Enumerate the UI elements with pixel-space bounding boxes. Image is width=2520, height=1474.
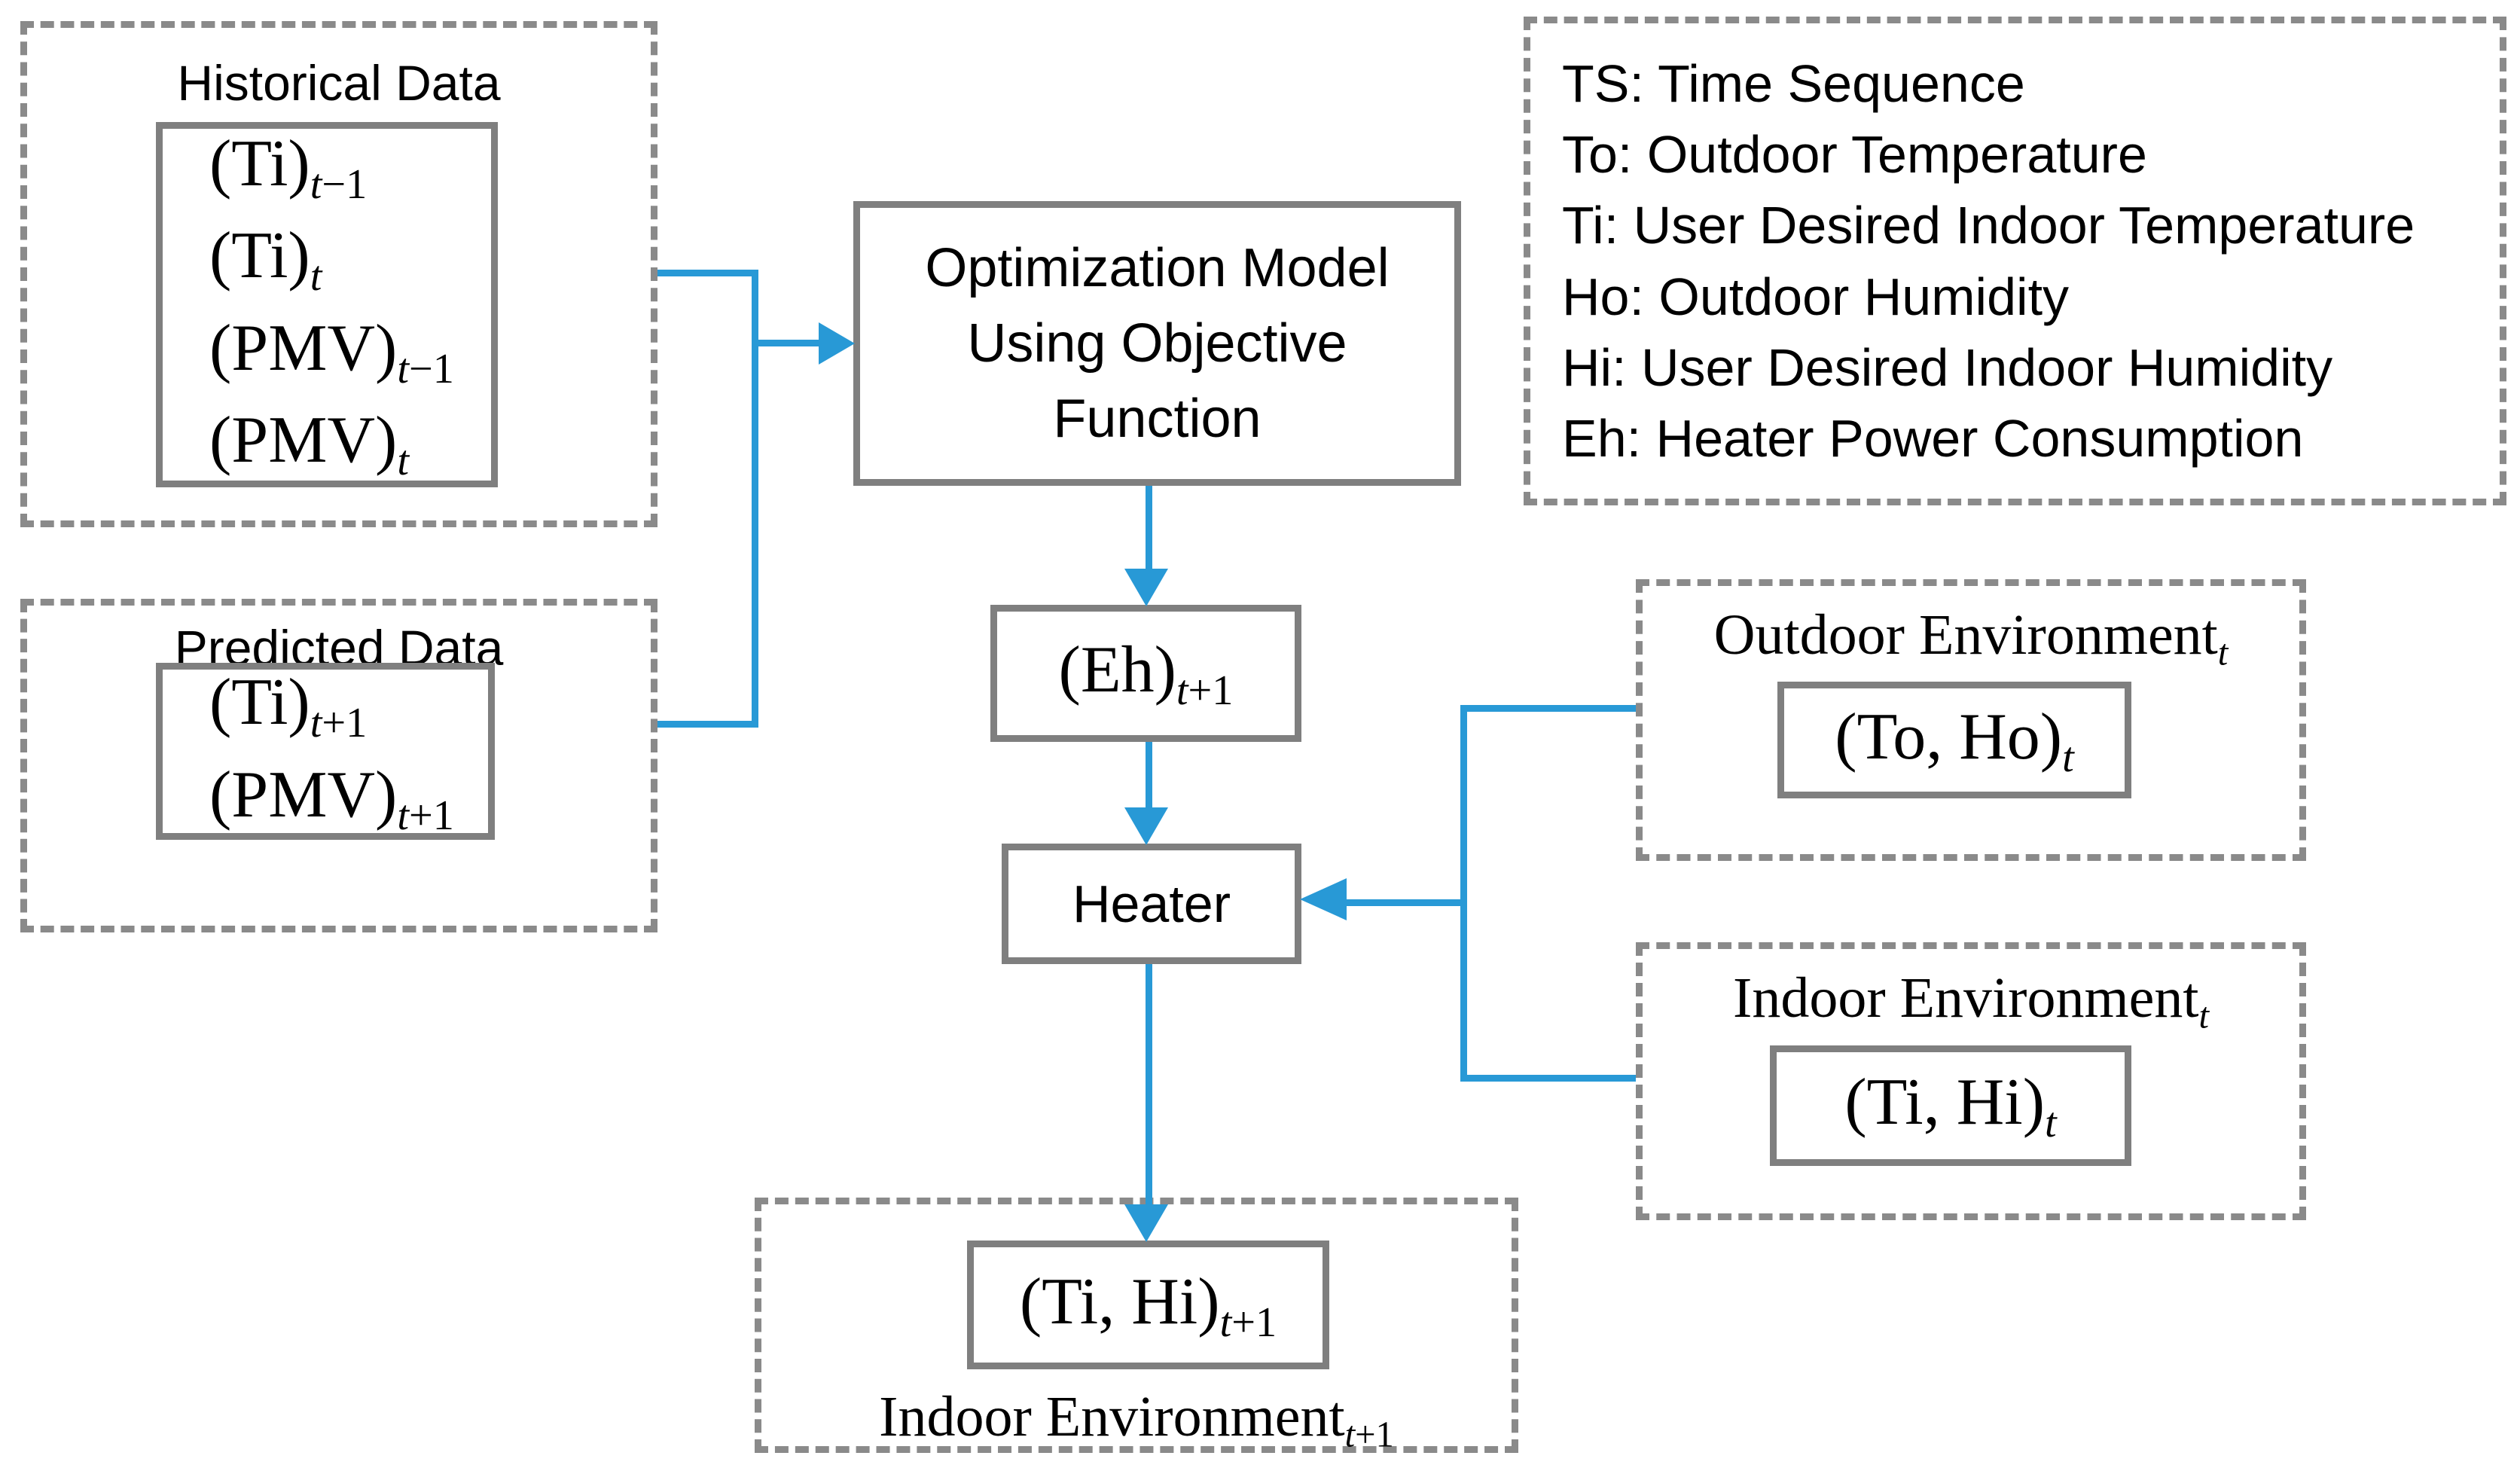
legend-item: Ti: User Desired Indoor Temperature (1562, 196, 2415, 255)
connector-historical-out (657, 270, 755, 276)
connector-outdoor-out (1467, 705, 1636, 712)
arrowhead-down-icon (1124, 569, 1168, 606)
historical-data-title: Historical Data (177, 55, 501, 111)
predicted-data-group (20, 599, 657, 932)
connector-eh-to-heater (1146, 742, 1152, 809)
predicted-item: (PMV)t+1 (209, 758, 454, 839)
legend-item: Eh: Heater Power Consumption (1562, 408, 2304, 468)
predicted-data-box: (Ti)t+1 (PMV)t+1 (156, 663, 495, 840)
outdoor-environment-value: (To, Ho)t (1835, 700, 2074, 781)
arrowhead-right-icon (819, 322, 855, 365)
eh-output-label: (Eh)t+1 (1058, 633, 1234, 714)
indoor-environment-t1-box: (Ti, Hi)t+1 (967, 1241, 1329, 1369)
outdoor-environment-group (1636, 579, 2306, 861)
historical-data-box: (Ti)t−1 (Ti)t (PMV)t−1 (PMV)t (156, 122, 498, 487)
arrowhead-down-icon (1124, 807, 1168, 845)
connector-to-heater (1345, 899, 1467, 906)
historical-data-group (20, 21, 657, 527)
connector-left-vertical (752, 270, 758, 728)
indoor-environment-t-value: (Ti, Hi)t (1844, 1066, 2057, 1146)
predicted-item: (Ti)t+1 (209, 666, 368, 747)
indoor-environment-t1-title: Indoor Environmentt+1 (879, 1385, 1394, 1455)
connector-optimization-to-eh (1146, 486, 1152, 570)
connector-to-optimization (755, 340, 824, 346)
outdoor-environment-title: Outdoor Environmentt (1713, 603, 2229, 673)
legend-box: TS: Time Sequence To: Outdoor Temperatur… (1524, 17, 2506, 505)
connector-predicted-out (657, 721, 755, 728)
legend-item: Hi: User Desired Indoor Humidity (1562, 337, 2333, 397)
legend-item: To: Outdoor Temperature (1562, 125, 2147, 185)
arrowhead-left-icon (1300, 878, 1347, 920)
legend-item: Ho: Outdoor Humidity (1562, 267, 2070, 326)
connector-heater-to-indoor-t1 (1146, 964, 1152, 1206)
outdoor-environment-box: (To, Ho)t (1777, 682, 2131, 798)
indoor-environment-t1-group (755, 1198, 1518, 1453)
legend-item: TS: Time Sequence (1562, 54, 2025, 113)
connector-indoor-t-out (1467, 1075, 1636, 1082)
indoor-environment-t-title: Indoor Environmentt (1733, 966, 2209, 1036)
indoor-environment-t1-value: (Ti, Hi)t+1 (1019, 1265, 1277, 1346)
historical-item: (Ti)t (209, 219, 322, 301)
indoor-environment-t-box: (Ti, Hi)t (1770, 1045, 2131, 1166)
indoor-environment-t-group (1636, 942, 2306, 1220)
connector-right-vertical (1460, 705, 1467, 1082)
optimization-model-box: Optimization Model Using Objective Funct… (853, 201, 1461, 486)
optimization-model-label: Optimization Model Using Objective Funct… (925, 238, 1390, 449)
historical-item: (Ti)t−1 (209, 127, 368, 208)
eh-output-box: (Eh)t+1 (990, 605, 1301, 742)
heater-box: Heater (1002, 844, 1301, 964)
historical-item: (PMV)t (209, 403, 410, 484)
arrowhead-down-icon (1124, 1204, 1168, 1242)
historical-item: (PMV)t−1 (209, 311, 454, 392)
heater-label: Heater (1072, 874, 1231, 933)
